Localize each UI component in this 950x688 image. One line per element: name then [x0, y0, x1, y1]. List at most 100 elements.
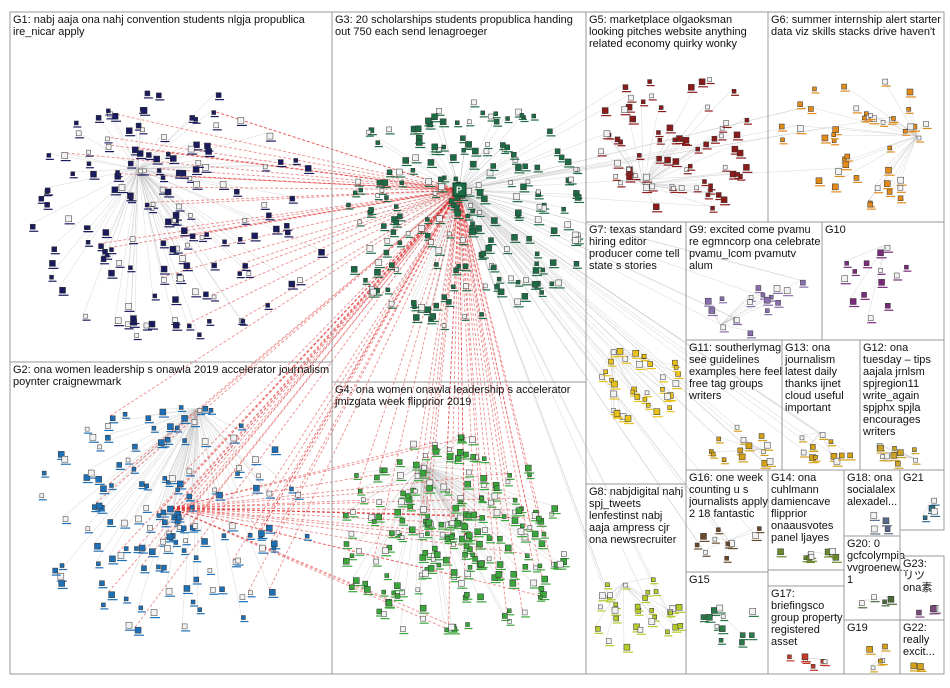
node [350, 509, 356, 516]
edge [138, 132, 268, 170]
node [910, 662, 918, 670]
node [513, 193, 520, 200]
edge [343, 465, 422, 559]
node [601, 107, 609, 114]
edge [138, 168, 242, 320]
node [172, 211, 180, 219]
node [429, 313, 437, 320]
node [164, 545, 171, 552]
node [719, 125, 725, 131]
group-panel-g15 [685, 571, 769, 675]
node [266, 132, 274, 140]
node [239, 594, 246, 600]
node [653, 589, 659, 594]
node [636, 361, 643, 368]
node [731, 145, 739, 153]
edge [458, 189, 512, 235]
edge-highlight [458, 189, 465, 535]
node [399, 535, 405, 540]
edge-highlight [179, 189, 460, 257]
edge [598, 148, 644, 185]
node [150, 609, 158, 616]
node [676, 135, 683, 142]
node [376, 179, 383, 186]
node [605, 638, 612, 644]
node [930, 605, 937, 613]
node [800, 279, 806, 286]
node [656, 130, 661, 135]
node [140, 106, 148, 114]
edge-highlight [171, 488, 414, 509]
edge [867, 245, 886, 316]
node [608, 358, 614, 365]
edge-highlight [171, 472, 508, 509]
edge [374, 189, 460, 270]
node [766, 458, 774, 465]
node [395, 530, 401, 535]
node [745, 442, 753, 450]
node [235, 471, 240, 476]
node [230, 434, 238, 442]
edge [458, 189, 848, 454]
node [261, 202, 268, 208]
edge [109, 408, 199, 557]
node [897, 449, 904, 456]
node [150, 201, 156, 207]
node [461, 523, 469, 531]
node [465, 141, 472, 148]
node [61, 455, 69, 463]
node [775, 300, 781, 306]
edge [138, 134, 162, 170]
node [208, 408, 214, 413]
edge [867, 135, 918, 203]
edge [51, 168, 139, 247]
node [916, 135, 922, 141]
edge [458, 164, 535, 191]
edge [421, 465, 449, 625]
node [451, 284, 456, 289]
node [828, 439, 834, 444]
node [161, 134, 167, 140]
node [237, 117, 245, 124]
node [738, 453, 746, 461]
node [752, 532, 759, 539]
node [211, 262, 217, 269]
node [808, 554, 815, 560]
node [931, 497, 937, 504]
node [694, 185, 699, 191]
node [304, 165, 312, 172]
node [357, 219, 362, 225]
node [432, 444, 438, 450]
edge-highlight [289, 189, 460, 488]
edge [151, 408, 199, 427]
node [743, 164, 750, 171]
node [810, 444, 816, 450]
edge [458, 189, 711, 207]
node [100, 485, 107, 492]
edge [181, 408, 199, 549]
edge-highlight [458, 189, 535, 566]
node [175, 487, 180, 493]
node [386, 169, 393, 175]
node [470, 511, 477, 519]
node [480, 110, 486, 116]
node [884, 526, 891, 532]
edge [165, 408, 199, 589]
node [156, 92, 162, 99]
node [541, 531, 547, 537]
node [413, 461, 420, 469]
node [463, 543, 470, 550]
edge [458, 189, 735, 318]
edge [643, 131, 735, 185]
node [465, 532, 473, 539]
edge [799, 432, 821, 437]
edge-highlight [379, 189, 460, 468]
node [537, 563, 543, 569]
edge-highlight [204, 189, 460, 233]
node [456, 264, 461, 269]
node [895, 460, 901, 467]
node [123, 546, 129, 551]
